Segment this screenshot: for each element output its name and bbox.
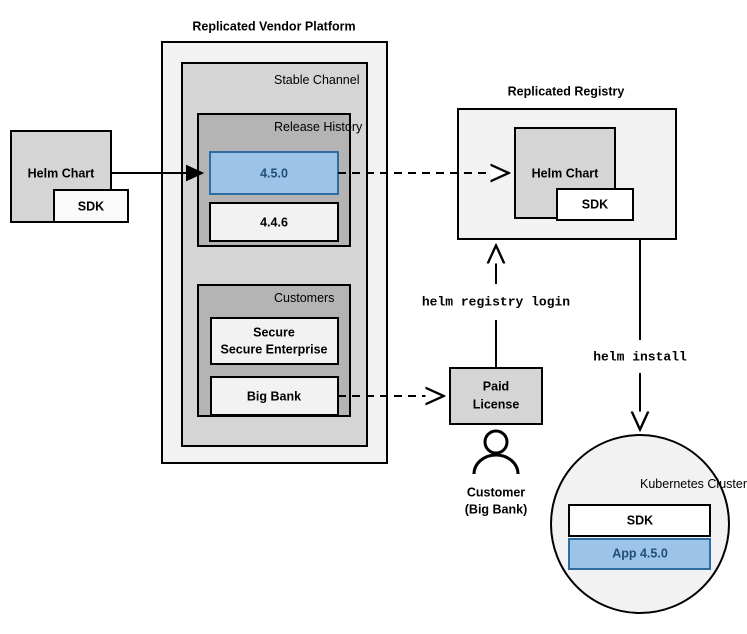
paid-license-box: [449, 367, 543, 425]
cluster-sdk-box: [568, 504, 711, 537]
replicated-registry-group[interactable]: Helm Chart SDK: [457, 108, 677, 240]
source-sdk-label: SDK: [78, 199, 104, 213]
release-history-title: Release History: [274, 120, 363, 134]
big-bank-box: [210, 376, 339, 416]
platform-title: Replicated Vendor Platform: [192, 19, 355, 33]
paid-license-label-line1: Paid: [483, 379, 509, 393]
release-4-4-6-label: 4.4.6: [260, 215, 288, 229]
cluster-app-box: [568, 538, 711, 570]
customers-title: Customers: [274, 291, 334, 305]
customer-actor: Customer (Big Bank): [465, 429, 528, 516]
person-icon-head: [483, 429, 509, 455]
kubernetes-cluster-title: Kubernetes Cluster: [640, 477, 747, 491]
cluster-sdk-label: SDK: [627, 513, 653, 527]
customer-item-secure-enterprise[interactable]: Secure Secure Enterprise: [210, 317, 339, 365]
release-item-4-5-0[interactable]: 4.5.0: [209, 151, 339, 195]
customer-actor-label-line2: (Big Bank): [465, 502, 528, 516]
person-icon-body: [472, 453, 520, 475]
cluster-app-label: App 4.5.0: [612, 546, 668, 560]
source-helm-chart-node[interactable]: Helm Chart SDK: [10, 130, 129, 223]
registry-sdk-box: [556, 188, 634, 221]
stable-channel-title: Stable Channel: [274, 73, 359, 87]
release-4-4-6-box: [209, 202, 339, 242]
registry-sdk-label: SDK: [582, 197, 608, 211]
release-item-4-4-6[interactable]: 4.4.6: [209, 202, 339, 242]
release-4-5-0-label: 4.5.0: [260, 166, 288, 180]
paid-license-label-line2: License: [473, 397, 520, 411]
helm-registry-login-command: helm registry login: [422, 294, 570, 309]
big-bank-label: Big Bank: [247, 389, 301, 403]
source-sdk-box: [53, 189, 129, 223]
cluster-component-app[interactable]: App 4.5.0: [568, 538, 711, 570]
source-helm-chart-label: Helm Chart: [28, 166, 96, 180]
replicated-vendor-platform-group[interactable]: Stable Channel Release History 4.5.0 4.4…: [161, 41, 388, 464]
registry-title: Replicated Registry: [508, 84, 625, 98]
secure-enterprise-box: [210, 317, 339, 365]
customer-item-big-bank[interactable]: Big Bank: [210, 376, 339, 416]
customer-actor-label-line1: Customer: [467, 485, 525, 499]
kubernetes-cluster-group[interactable]: Kubernetes Cluster SDK App 4.5.0: [550, 434, 747, 614]
release-4-5-0-box: [209, 151, 339, 195]
secure-enterprise-label-line2: Secure Enterprise: [221, 342, 328, 356]
paid-license-node[interactable]: Paid License: [449, 367, 543, 425]
secure-enterprise-label-line1: Secure: [253, 325, 295, 339]
registry-helm-chart-label: Helm Chart: [532, 166, 600, 180]
cluster-component-sdk[interactable]: SDK: [568, 504, 711, 537]
helm-install-command: helm install: [593, 349, 687, 364]
